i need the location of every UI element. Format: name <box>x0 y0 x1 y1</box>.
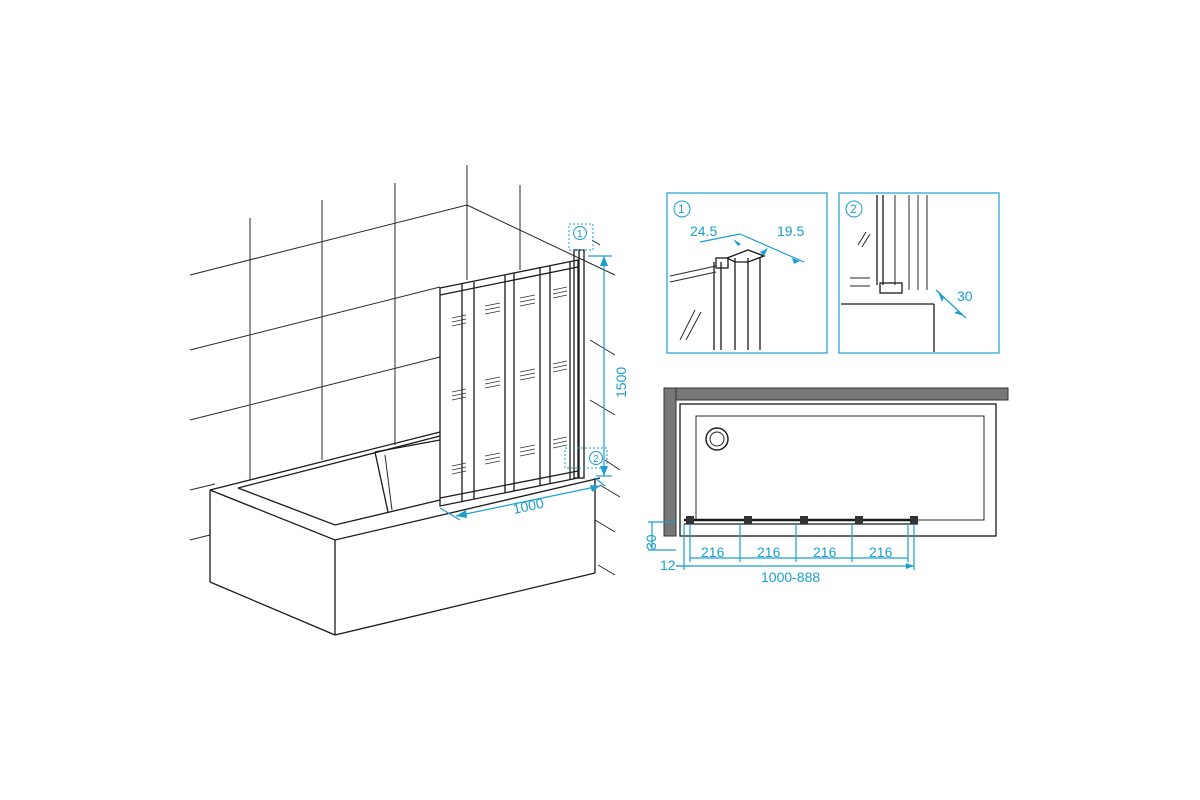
callout-1-marker: 1 <box>568 223 594 251</box>
overview-drawing: 1500 1000 1 2 <box>189 165 629 636</box>
plan-offset-vertical: 30 <box>643 534 659 550</box>
panel-width-1: 216 <box>701 544 725 560</box>
detail-1-dim-left: 24.5 <box>690 223 717 239</box>
hinge-markers <box>686 516 918 524</box>
callout-2-marker: 2 <box>564 447 608 469</box>
bathtub <box>209 431 601 636</box>
panel-width-3: 216 <box>813 544 837 560</box>
glass-hatching <box>451 286 568 475</box>
shower-screen <box>439 249 585 507</box>
plan-offset-horizontal: 12 <box>660 557 676 573</box>
panel-dimensions: 216 216 216 216 <box>683 524 915 570</box>
detail-1: 1 24.5 19.5 <box>666 192 828 354</box>
callout-1-label: 1 <box>577 229 583 240</box>
plan-total-width: 1000-888 <box>761 569 820 585</box>
detail-1-badge: 1 <box>678 202 685 216</box>
width-label: 1000 <box>511 495 545 517</box>
wall-tiles <box>189 165 621 576</box>
panel-width-2: 216 <box>757 544 781 560</box>
detail-2: 2 30 <box>838 192 1000 354</box>
height-dimension: 1500 <box>588 255 629 477</box>
detail-1-dim-right: 19.5 <box>777 223 804 239</box>
detail-2-badge: 2 <box>850 202 857 216</box>
panel-width-4: 216 <box>869 544 893 560</box>
plan-view: 30 216 216 216 216 12 1000-888 <box>643 387 1009 585</box>
height-label: 1500 <box>613 367 629 398</box>
width-dimension: 1000 <box>439 477 606 521</box>
callout-2-label: 2 <box>593 454 599 465</box>
detail-2-dim: 30 <box>957 288 973 304</box>
